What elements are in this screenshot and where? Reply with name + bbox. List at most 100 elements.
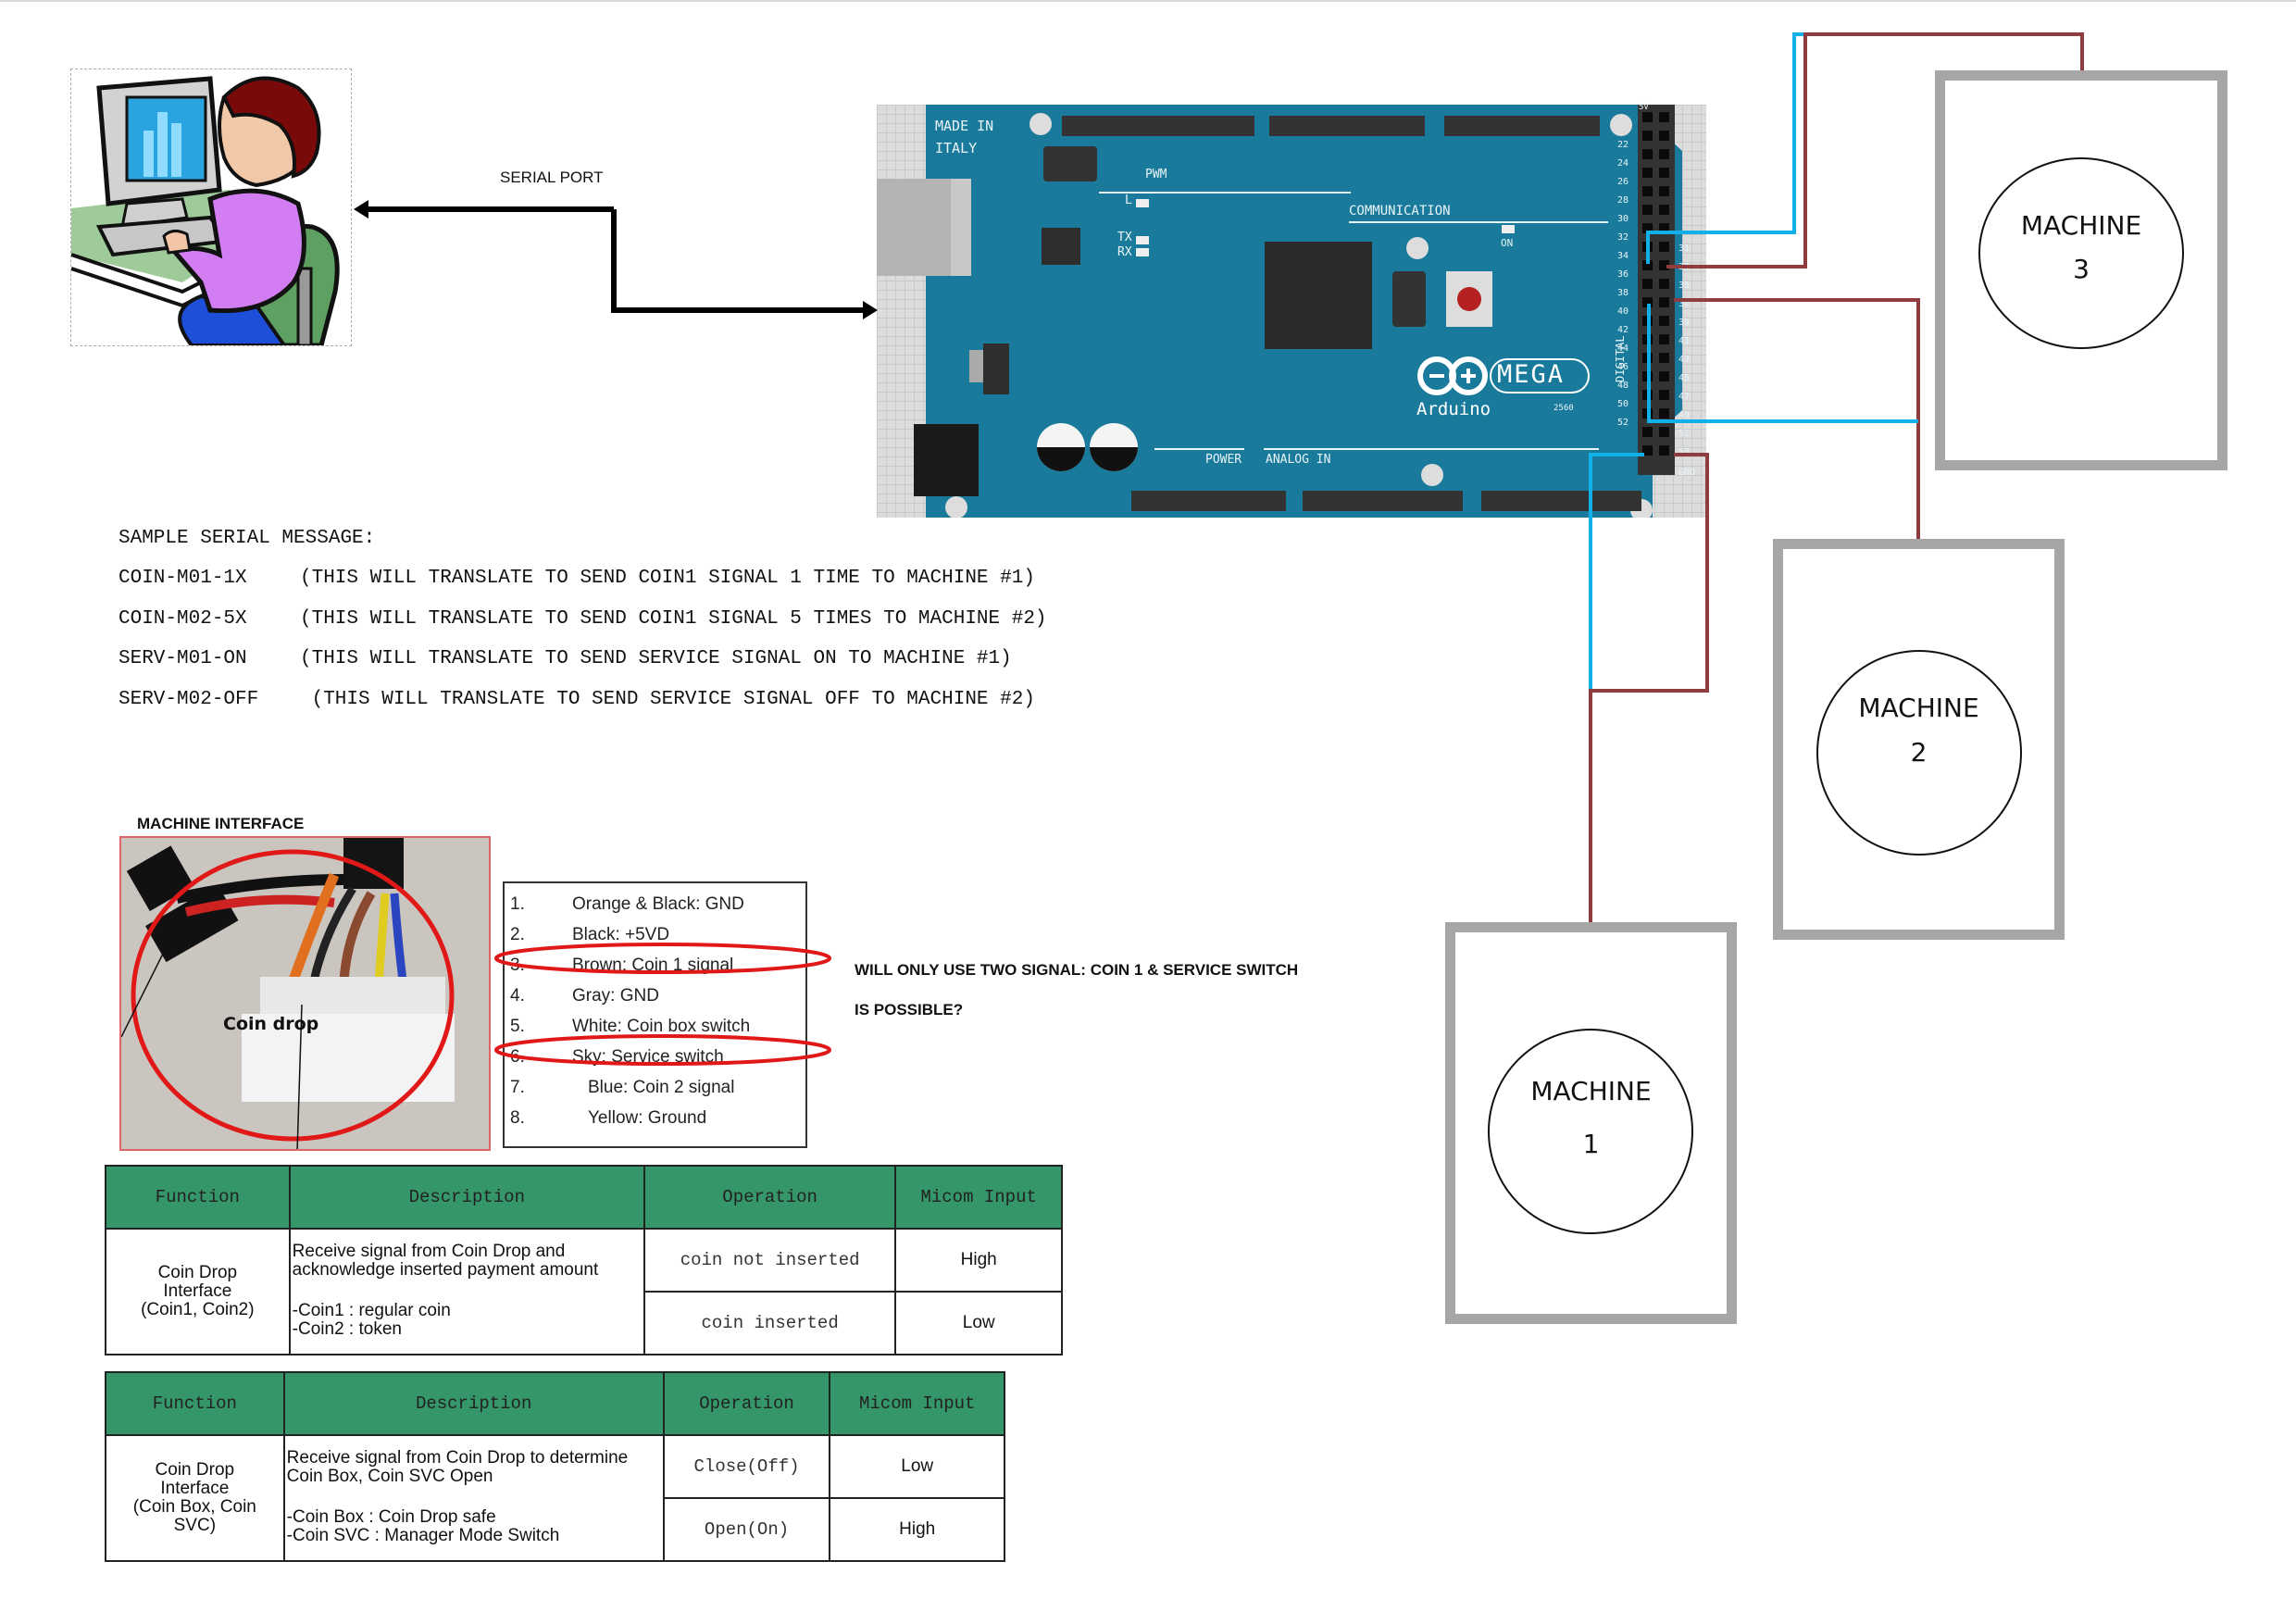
function-line: (Coin Box, Coin: [132, 1497, 256, 1517]
serial-message-code: COIN-M01-1X: [119, 568, 247, 589]
header-pin: [1659, 445, 1669, 456]
machine-1: MACHINE 1: [1445, 922, 1737, 1324]
pin-description: White: Coin box switch: [572, 1017, 751, 1036]
operation-cell: Open(On): [662, 1497, 831, 1562]
digital-pin-label: 34: [1617, 251, 1629, 261]
digital-pin-label: 43: [1678, 355, 1691, 365]
gnd-label: GND: [1678, 468, 1696, 478]
description-spacer: [287, 1486, 663, 1508]
header-pin: [1642, 205, 1653, 215]
table-header: Function: [105, 1165, 291, 1230]
header-pin: [1659, 131, 1669, 141]
table-header: Description: [282, 1371, 665, 1436]
pin-description: Black: +5VD: [572, 925, 670, 944]
digital-pin-label: 22: [1617, 140, 1629, 150]
on-led-label: ON: [1501, 237, 1514, 249]
chip-model-label: 2560: [1554, 404, 1574, 413]
header-pin: [1659, 297, 1669, 307]
serial-message-title: SAMPLE SERIAL MESSAGE:: [119, 528, 376, 549]
pinout-row: 1.Orange & Black: GND: [505, 891, 805, 918]
wire-ground-machine-2: [1674, 298, 1920, 539]
digital-pin-label: 45: [1678, 373, 1691, 383]
table-header: Description: [288, 1165, 645, 1230]
header-pin: [1659, 223, 1669, 233]
header-pin: [1642, 186, 1653, 196]
description-line: -Coin1 : regular coin: [292, 1301, 451, 1320]
pwm-label: PWM: [1145, 168, 1167, 181]
made-in-label: MADE IN: [935, 118, 994, 134]
page-top-border: [0, 0, 2296, 2]
pin-number: 4.: [510, 986, 525, 1006]
digital-pin-label: 26: [1617, 177, 1629, 187]
coin-drop-connector-photo: Coin drop: [119, 836, 491, 1151]
digital-pin-label: 50: [1617, 399, 1629, 409]
micom-input-cell: Low: [894, 1291, 1063, 1355]
header-pin: [1642, 371, 1653, 381]
pinout-row: 5.White: Coin box switch: [505, 1013, 805, 1041]
header-pin: [1659, 427, 1669, 437]
micom-input-cell: High: [829, 1497, 1005, 1562]
digital-pin-label: 49: [1678, 410, 1691, 420]
computer-user-icon: [70, 69, 352, 348]
machine-3-number: 3: [2073, 254, 2090, 284]
pinout-row: 4.Gray: GND: [505, 982, 805, 1010]
digital-pin-label: 33: [1678, 262, 1691, 272]
digital-pin-label: 31: [1678, 244, 1691, 254]
serial-message-code: SERV-M01-ON: [119, 648, 247, 669]
highlight-oval-coin1: [494, 943, 831, 974]
pinout-row: 2.Black: +5VD: [505, 921, 805, 949]
serial-message-row: COIN-M01-1X (THIS WILL TRANSLATE TO SEND …: [119, 568, 1035, 589]
header-pin: [1659, 168, 1669, 178]
header-pin: [1642, 390, 1653, 400]
table-header: Function: [105, 1371, 285, 1436]
digital-pin-label: 40: [1617, 306, 1629, 317]
pin-description: Blue: Coin 2 signal: [588, 1078, 735, 1097]
serial-message-desc: (THIS WILL TRANSLATE TO SEND COIN1 SIGNA…: [300, 608, 1047, 630]
header-pin: [1642, 408, 1653, 418]
pin-description: Yellow: Ground: [588, 1108, 707, 1128]
description-cell: Receive signal from Coin Drop to determi…: [282, 1434, 665, 1562]
header-pin: [1642, 168, 1653, 178]
l-led-label: L: [1125, 194, 1132, 207]
digital-pin-label: 51: [1678, 429, 1691, 439]
coin-switch-spec-table: Function Description Operation Micom Inp…: [105, 1371, 1005, 1562]
function-line: SVC): [173, 1516, 217, 1535]
digital-pin-label: 38: [1617, 288, 1629, 298]
header-pin: [1642, 316, 1653, 326]
rx-led-label: RX: [1117, 245, 1132, 259]
description-line: -Coin Box : Coin Drop safe: [286, 1507, 496, 1527]
header-pin: [1659, 186, 1669, 196]
serial-message-desc: (THIS WILL TRANSLATE TO SEND COIN1 SIGNA…: [300, 568, 1035, 589]
description-line: Coin Box, Coin SVC Open: [286, 1467, 493, 1486]
header-pin: [1659, 260, 1669, 270]
header-pin: [1659, 242, 1669, 252]
pinout-row: 7.Blue: Coin 2 signal: [505, 1074, 805, 1102]
digital-pin-label: 24: [1617, 158, 1629, 169]
function-cell: Coin Drop Interface (Coin1, Coin2): [105, 1228, 291, 1355]
machine-3-label: MACHINE: [2020, 210, 2142, 241]
digital-pin-label: 48: [1617, 381, 1629, 391]
digital-pin-label: 37: [1678, 299, 1691, 309]
digital-pin-label: 52: [1617, 418, 1629, 428]
digital-pin-label: 46: [1617, 362, 1629, 372]
digital-pin-label: 44: [1617, 344, 1629, 354]
function-cell: Coin Drop Interface (Coin Box, Coin SVC): [105, 1434, 285, 1562]
description-line: Receive signal from Coin Drop and: [292, 1242, 566, 1261]
machine-2-label: MACHINE: [1858, 693, 1979, 723]
machine-1-label: MACHINE: [1530, 1076, 1652, 1106]
header-pin: [1659, 371, 1669, 381]
header-pin: [1642, 427, 1653, 437]
description-spacer: [293, 1280, 643, 1302]
micom-input-cell: High: [894, 1228, 1063, 1293]
header-pin: [1642, 297, 1653, 307]
arduino-mega-board: MADE IN ITALY PWM L TX RX COMMUNICATION …: [877, 103, 1706, 521]
coin-signal-spec-table: Function Description Operation Micom Inp…: [105, 1165, 1063, 1355]
table-header: Micom Input: [829, 1371, 1005, 1436]
serial-message-code: SERV-M02-OFF: [119, 689, 259, 710]
mega-logo: MEGA: [1497, 360, 1566, 389]
digital-pin-label: 47: [1678, 392, 1691, 402]
table-row: Open(On) High: [106, 1497, 1005, 1562]
description-line: acknowledge inserted payment amount: [292, 1260, 599, 1280]
serial-port-connection: [354, 200, 878, 319]
description-line: Receive signal from Coin Drop to determi…: [286, 1448, 629, 1468]
